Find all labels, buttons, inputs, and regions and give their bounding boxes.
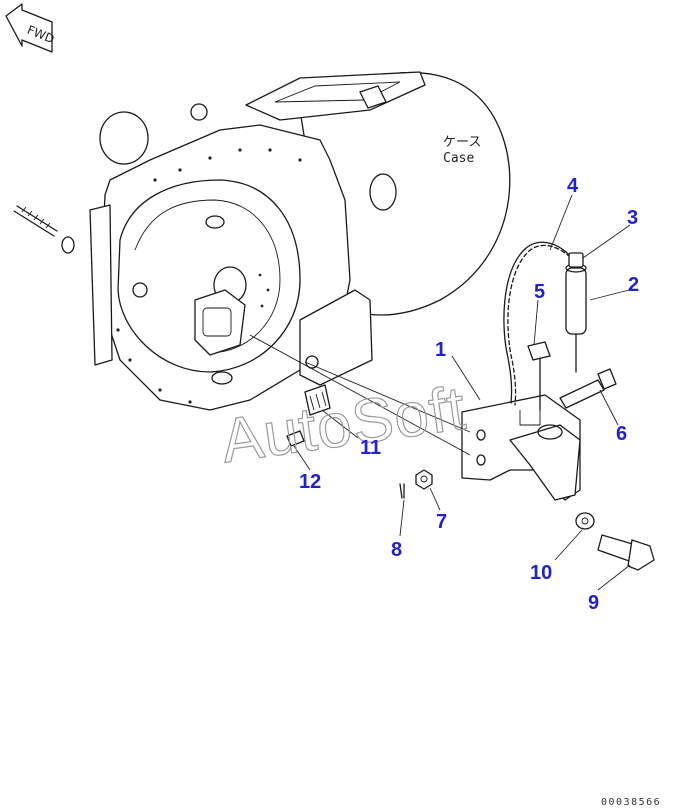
callout-4: 4 [567, 175, 579, 197]
o-ring-small [190, 103, 208, 121]
callout-8: 8 [391, 539, 402, 561]
accumulator-part-2 [565, 263, 587, 373]
bracket-part-1 [461, 394, 581, 501]
callout-1: 1 [435, 339, 446, 361]
washer-left [61, 236, 75, 254]
nut-part-7 [415, 469, 433, 490]
fwd-arrow-icon: FWD [5, 3, 56, 53]
callout-12: 12 [299, 471, 321, 493]
doc-id: 00038566 [601, 797, 661, 808]
clamp-part-5 [527, 341, 551, 411]
case-label-en: Case [443, 151, 474, 166]
pin-part-8 [399, 483, 405, 499]
bolt-part-6 [559, 368, 617, 409]
callout-6: 6 [616, 423, 627, 445]
transmission-case [89, 71, 511, 411]
washer-part-10 [575, 512, 595, 530]
callout-5: 5 [534, 281, 545, 303]
clip-part-12 [286, 430, 305, 447]
fitting-part-3 [568, 252, 584, 268]
connector-part-11 [304, 384, 331, 416]
callout-9: 9 [588, 592, 599, 614]
callout-11: 11 [360, 437, 381, 459]
hose-part-4 [507, 244, 576, 406]
callout-3: 3 [627, 207, 638, 229]
stud-bolt [13, 205, 58, 237]
o-ring-large [99, 111, 149, 165]
callout-2: 2 [628, 274, 639, 296]
case-label-jp: ケース [443, 135, 481, 150]
callout-7: 7 [436, 511, 447, 533]
callout-10: 10 [530, 562, 552, 584]
bolt-part-9 [597, 534, 655, 571]
